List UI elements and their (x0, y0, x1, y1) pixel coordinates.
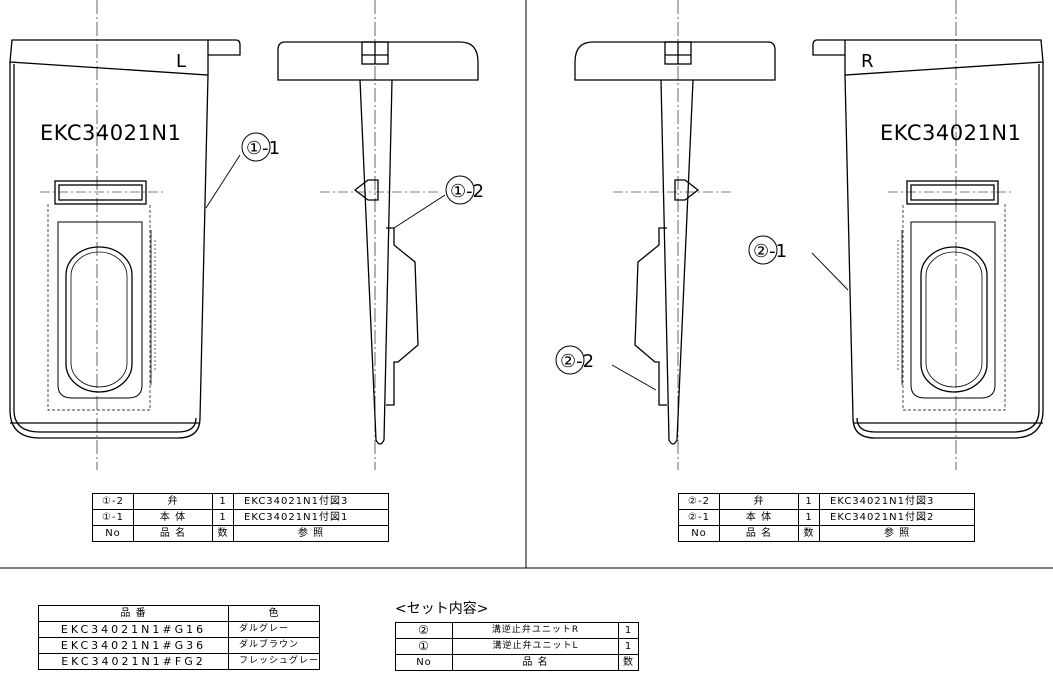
header-qty: 数 (618, 654, 639, 671)
set-qty: 1 (618, 638, 639, 655)
right-body-model-label: EKC34021N1 (880, 121, 1021, 145)
right-valve-callout: ②-2 (560, 351, 594, 372)
left-valve-callout: ①-2 (450, 181, 484, 202)
product-code: EKC34021N1#G16 (38, 621, 229, 638)
product-color: フレッシュグレー (227, 653, 321, 670)
table-row: EKC34021N1#G16 ダルグレー (38, 621, 321, 638)
header-ref: 参 照 (233, 525, 389, 542)
left-body-callout: ①-1 (246, 138, 280, 159)
set-name: 溝逆止弁ユニットR (452, 622, 619, 639)
part-qty: 1 (798, 509, 820, 526)
header-ref: 参 照 (819, 525, 975, 542)
part-name: 本 体 (133, 509, 213, 526)
table-header-row: No 品 名 数 (395, 654, 639, 671)
left-valve-part (277, 0, 479, 470)
part-name: 弁 (133, 493, 213, 510)
product-code: EKC34021N1#FG2 (38, 653, 229, 670)
set-qty: 1 (618, 622, 639, 639)
set-no: ② (395, 622, 453, 639)
callout-circles (241, 132, 778, 375)
part-no: ①-2 (92, 493, 134, 510)
right-valve-part (574, 0, 776, 470)
header-name: 品 名 (452, 654, 619, 671)
table-row: ①-1 本 体 1 EKC34021N1付図1 (92, 509, 389, 526)
table-header-row: No 品 名 数 参 照 (92, 525, 389, 542)
header-qty: 数 (798, 525, 820, 542)
header-qty: 数 (212, 525, 234, 542)
table-row: ①-2 弁 1 EKC34021N1付図3 (92, 493, 389, 510)
set-name: 溝逆止弁ユニットL (452, 638, 619, 655)
table-row: ② 溝逆止弁ユニットR 1 (395, 622, 639, 639)
product-table: 品 番 色 EKC34021N1#G16 ダルグレー EKC34021N1#G3… (38, 605, 321, 670)
part-ref: EKC34021N1付図3 (819, 493, 975, 510)
right-parts-table: ②-2 弁 1 EKC34021N1付図3 ②-1 本 体 1 EKC34021… (678, 493, 975, 542)
header-color: 色 (227, 605, 321, 622)
table-row: ②-2 弁 1 EKC34021N1付図3 (678, 493, 975, 510)
left-body-part (9, 0, 241, 470)
part-ref: EKC34021N1付図2 (819, 509, 975, 526)
table-row: ②-1 本 体 1 EKC34021N1付図2 (678, 509, 975, 526)
part-qty: 1 (212, 493, 234, 510)
part-name: 弁 (719, 493, 799, 510)
part-qty: 1 (798, 493, 820, 510)
header-no: No (395, 654, 453, 671)
header-no: No (92, 525, 134, 542)
right-side-mark: R (861, 51, 874, 72)
set-contents-title: <セット内容> (395, 601, 489, 617)
part-no: ②-2 (678, 493, 720, 510)
header-no: No (678, 525, 720, 542)
part-ref: EKC34021N1付図1 (233, 509, 389, 526)
product-color: ダルブラウン (227, 637, 321, 654)
part-name: 本 体 (719, 509, 799, 526)
product-color: ダルグレー (227, 621, 321, 638)
right-body-part (812, 0, 1044, 470)
table-row: EKC34021N1#G36 ダルブラウン (38, 637, 321, 654)
header-code: 品 番 (38, 605, 229, 622)
part-no: ①-1 (92, 509, 134, 526)
part-ref: EKC34021N1付図3 (233, 493, 389, 510)
table-row: EKC34021N1#FG2 フレッシュグレー (38, 653, 321, 670)
table-header-row: 品 番 色 (38, 605, 321, 622)
left-side-mark: L (176, 51, 186, 72)
header-name: 品 名 (719, 525, 799, 542)
table-header-row: No 品 名 数 参 照 (678, 525, 975, 542)
right-body-callout: ②-1 (753, 241, 787, 262)
left-parts-table: ①-2 弁 1 EKC34021N1付図3 ①-1 本 体 1 EKC34021… (92, 493, 389, 542)
table-row: ① 溝逆止弁ユニットL 1 (395, 638, 639, 655)
part-qty: 1 (212, 509, 234, 526)
left-body-model-label: EKC34021N1 (40, 121, 181, 145)
product-code: EKC34021N1#G36 (38, 637, 229, 654)
header-name: 品 名 (133, 525, 213, 542)
part-no: ②-1 (678, 509, 720, 526)
set-no: ① (395, 638, 453, 655)
leader-lines (205, 154, 849, 391)
set-contents-table: ② 溝逆止弁ユニットR 1 ① 溝逆止弁ユニットL 1 No 品 名 数 (395, 622, 639, 671)
